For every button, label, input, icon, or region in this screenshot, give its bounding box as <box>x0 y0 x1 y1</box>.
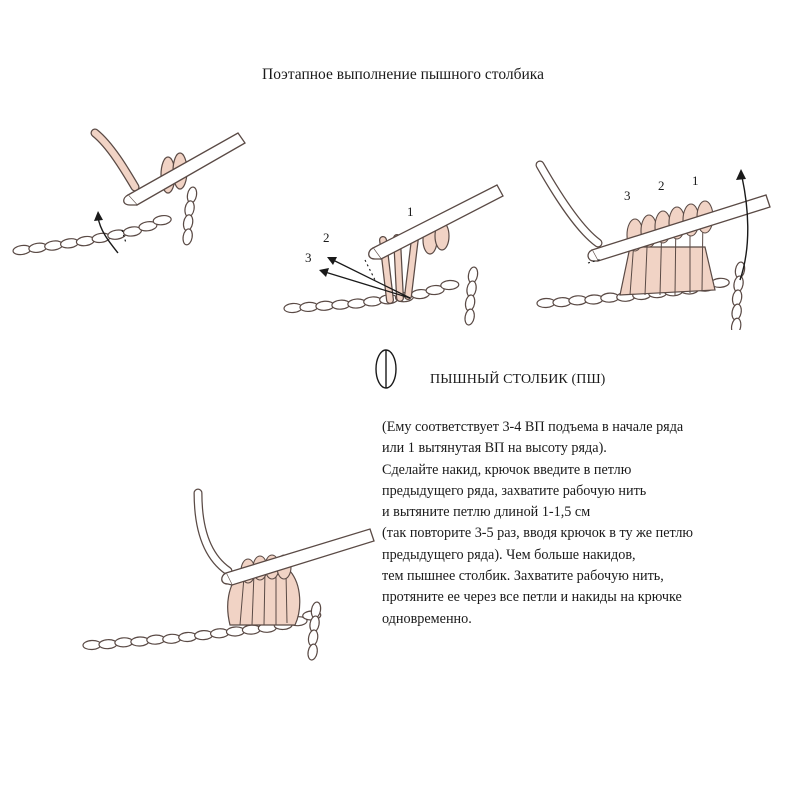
crochet-hook <box>368 184 504 260</box>
puff-stitch-symbol-icon <box>375 349 397 389</box>
description-line: (Ему соответствует 3-4 ВП подъема в нача… <box>382 419 684 435</box>
foundation-chain <box>12 186 198 256</box>
direction-arrow <box>587 169 749 281</box>
foundation-chain <box>283 266 479 326</box>
step-1-illustration <box>12 128 246 256</box>
crochet-hook <box>221 528 375 586</box>
description-line: предыдущего ряда). Чем больше накидов, <box>382 546 636 563</box>
label-1: 1 <box>692 173 699 188</box>
direction-arrows <box>319 257 411 299</box>
crochet-hook <box>123 132 246 206</box>
foundation-chain <box>82 601 322 661</box>
label-3: 3 <box>305 250 312 265</box>
page-title: Поэтапное выполнение пышного столбика <box>262 66 544 83</box>
direction-arrow <box>94 211 127 254</box>
stitch-name: ПЫШНЫЙ СТОЛБИК (ПШ) <box>430 372 606 387</box>
description-line: или 1 вытянутая ВП на высоту ряда). <box>382 440 607 457</box>
label-3: 3 <box>624 188 631 203</box>
pulled-up-loops <box>379 221 450 304</box>
label-2: 2 <box>323 230 330 245</box>
label-2: 2 <box>658 178 665 193</box>
description-line: одновременно. <box>382 610 472 627</box>
description-line: Сделайте накид, крючок введите в петлю <box>382 461 632 478</box>
crochet-hook <box>587 194 771 262</box>
description-line: (так повторите 3-5 раз, вводя крючок в т… <box>382 525 694 542</box>
description-line: и вытяните петлю длиной 1-1,5 см <box>382 504 591 521</box>
description-line: тем пышнее столбик. Захватите рабочую ни… <box>382 568 664 585</box>
description-line: предыдущего ряда, захватите рабочую нить <box>382 482 647 499</box>
label-1: 1 <box>407 204 414 219</box>
description-line: протяните ее через все петли и накиды на… <box>382 589 682 606</box>
stitch-description: (Ему соответствует 3-4 ВП подъема в нача… <box>382 417 787 630</box>
step-2-illustration: 1 2 3 <box>283 184 504 326</box>
final-puff-stitch-illustration <box>82 488 375 661</box>
step-3-illustration: 3 2 1 <box>535 160 771 330</box>
